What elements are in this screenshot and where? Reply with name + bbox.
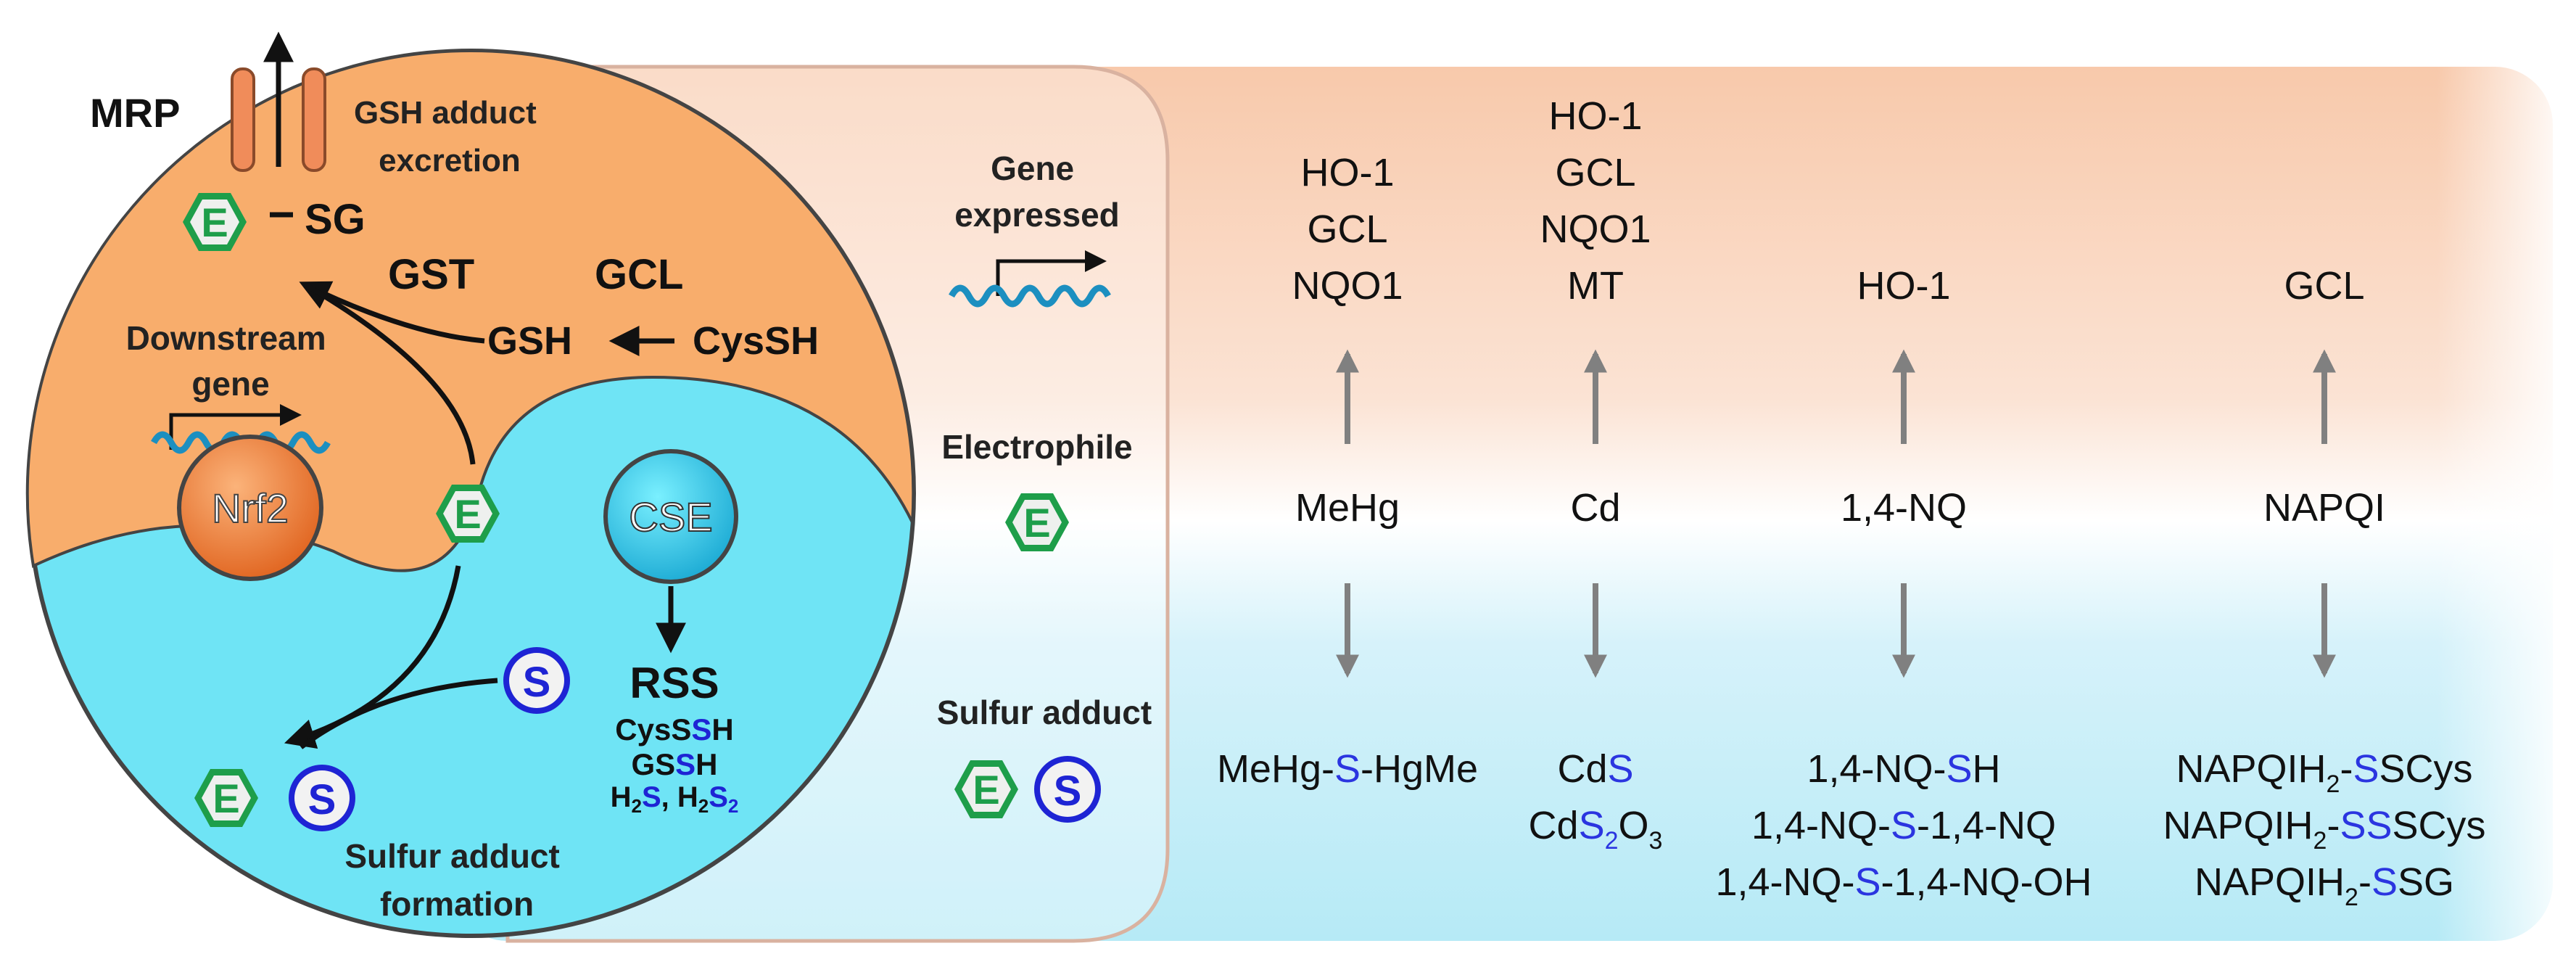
column-4: GCL NAPQI NAPQIH2-SSCysNAPQIH2-SSSCysNAPQI… <box>2163 264 2485 911</box>
svg-text:S: S <box>523 659 551 706</box>
sulfur-adduct-legend-icon: E S <box>954 756 1101 823</box>
svg-text:S: S <box>308 776 337 823</box>
sulfur-adduct-formula: MeHg-S-HgMe <box>1217 747 1478 791</box>
svg-text:E: E <box>201 199 228 245</box>
sulfur-adduct-formula: CdS2O3 <box>1529 804 1663 855</box>
sulfur-node: S <box>503 647 570 714</box>
gene-label: GCL <box>2284 264 2364 308</box>
svg-text:E: E <box>454 491 481 537</box>
sulfur-adduct-formula: 1,4-NQ-S-1,4-NQ-OH <box>1715 860 2092 904</box>
rss-cysssh: CysSSH <box>615 712 733 746</box>
mrp-transporter: MRP <box>90 31 326 172</box>
rss-gssh: GSSH <box>631 747 717 781</box>
sulfur-adduct-left: E S <box>194 765 355 831</box>
gene-label: HO-1 <box>1548 94 1642 138</box>
e-to-sg-arrow <box>303 281 476 465</box>
electrophile-legend-icon: E <box>1005 493 1069 551</box>
cyssh-label: CysSH <box>693 319 819 363</box>
gene-label: HO-1 <box>1857 264 1950 308</box>
e-sg-conjugate: E SG <box>183 193 366 251</box>
gene-label: GCL <box>1555 151 1635 194</box>
gene-label: NQO1 <box>1540 207 1651 251</box>
svg-text:E: E <box>1023 500 1050 546</box>
sulfur-adduct-formula: 1,4-NQ-SH <box>1807 747 2000 791</box>
gsh-excretion-label: GSH adduct excretion <box>354 95 545 178</box>
sulfur-adduct-formation-label: Sulfur adduct formation <box>344 837 569 923</box>
sulfur-adduct-formula: NAPQIH2-SSSCys <box>2163 804 2485 855</box>
svg-text:E: E <box>212 776 239 821</box>
gene-expressed-label: Gene expressed <box>954 149 1120 234</box>
gene-label: MT <box>1567 264 1624 308</box>
electrophile-name: NAPQI <box>2263 486 2385 530</box>
svg-text:CSE: CSE <box>629 494 712 540</box>
electrophile-name: MeHg <box>1295 486 1400 530</box>
gene-label: NQO1 <box>1292 264 1403 308</box>
gene-label: GCL <box>1307 207 1387 251</box>
sulfur-adduct-formula: 1,4-NQ-S-1,4-NQ <box>1751 804 2056 847</box>
svg-text:Nrf2: Nrf2 <box>212 485 289 531</box>
nrf2-node: Nrf2 <box>177 435 323 581</box>
sulfur-adduct-formula: CdS <box>1557 747 1633 791</box>
gene-label: HO-1 <box>1300 151 1394 194</box>
svg-text:E: E <box>973 767 999 812</box>
rss-h2s: H2S, H2S2 <box>611 781 739 817</box>
gsh-to-sg-arrow <box>299 281 485 344</box>
column-3: HO-1 1,4-NQ 1,4-NQ-SH 1,4-NQ-S-1,4-NQ 1,4-NQ… <box>1715 264 2092 904</box>
s-to-adduct-arrow <box>299 678 498 749</box>
gene-expressed-icon <box>949 250 1111 308</box>
gcl-label: GCL <box>595 251 683 298</box>
electrophile-name: Cd <box>1570 486 1620 530</box>
downstream-gene-label: Downstream gene <box>126 319 336 403</box>
sulfur-adduct-label: Sulfur adduct <box>937 694 1152 731</box>
electrophile-label: Electrophile <box>941 428 1132 466</box>
electrophile-name: 1,4-NQ <box>1841 486 1967 530</box>
cse-node: CSE <box>603 449 738 584</box>
sulfur-adduct-formula: NAPQIH2-SSCys <box>2176 747 2473 798</box>
gsh-label: GSH <box>487 319 572 363</box>
electrophile-columns: HO-1GCLNQO1MeHgMeHg-S-HgMeHO-1GCLNQO1MTC… <box>1217 94 2486 911</box>
mrp-label: MRP <box>90 90 180 136</box>
rss-label: RSS <box>629 659 719 707</box>
sulfur-adduct-formula: NAPQIH2-SSG <box>2195 860 2454 911</box>
svg-text:SG: SG <box>305 196 366 243</box>
electrophile-center: E <box>436 485 500 543</box>
gst-label: GST <box>388 251 474 298</box>
svg-text:S: S <box>1054 768 1082 815</box>
